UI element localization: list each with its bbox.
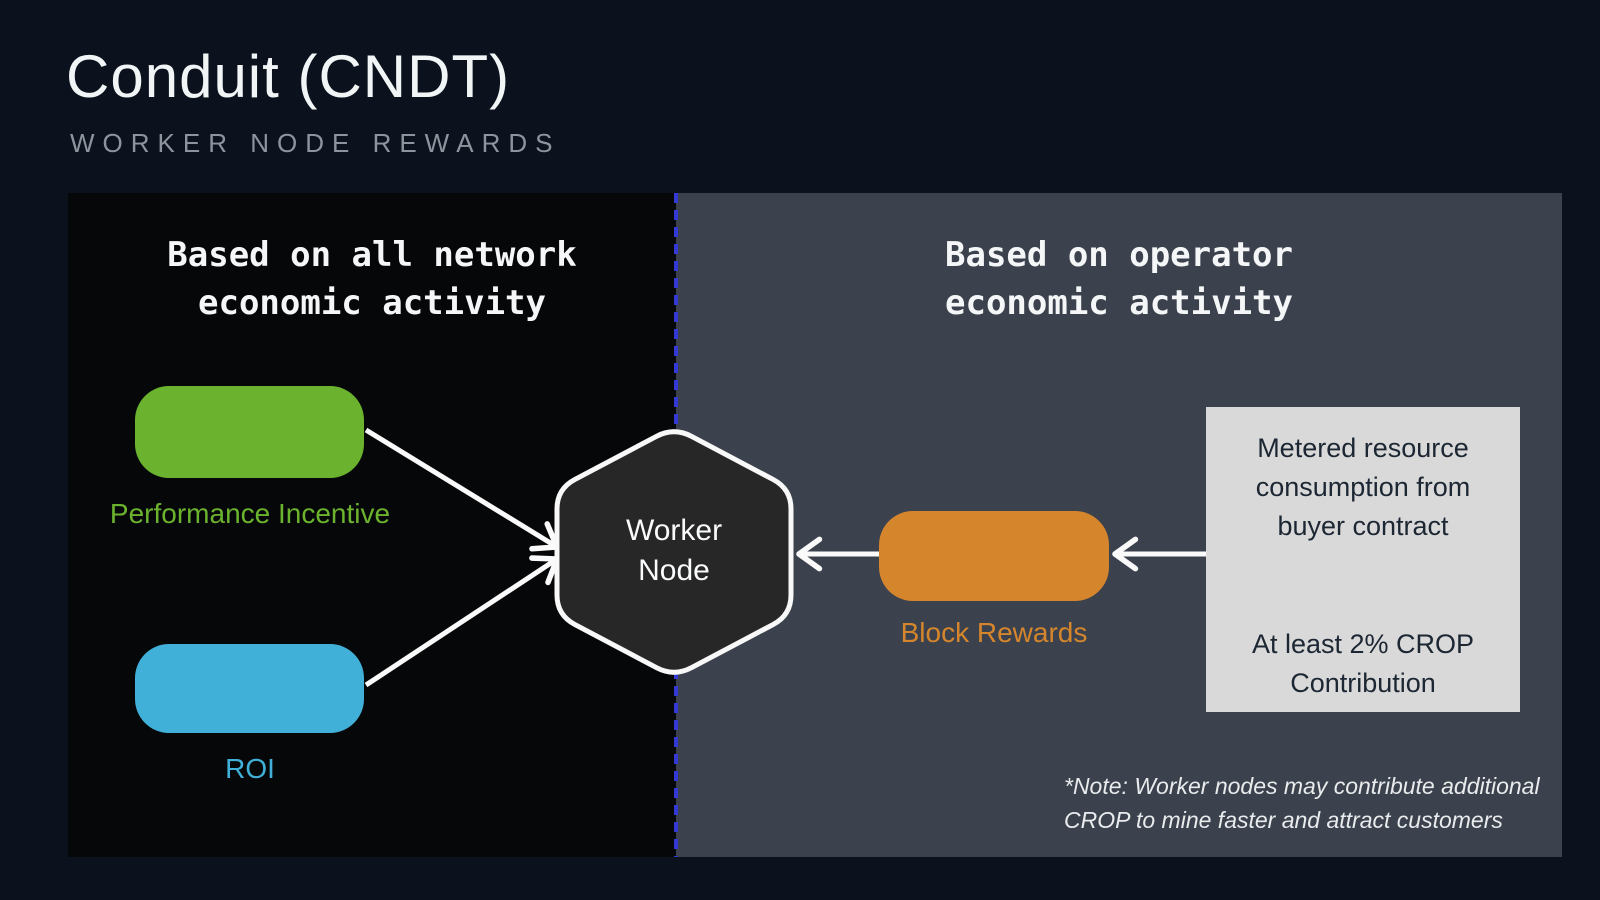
performance-incentive-label: Performance Incentive	[109, 498, 391, 529]
info-box-text-metered: Metered resource consumption from buyer …	[1255, 433, 1471, 541]
roi-pill	[135, 644, 364, 733]
worker-node-hexagon	[554, 429, 794, 675]
roi-label: ROI	[225, 753, 275, 784]
right-panel-heading: Based on operator economic activity	[945, 235, 1293, 323]
arrow-roi-to-worker	[364, 555, 560, 688]
info-box-text-crop: At least 2% CROP Contribution	[1251, 629, 1475, 698]
diagram-shapes-overlay	[364, 193, 1206, 857]
metered-consumption-info-box: Metered resource consumption from buyer …	[1206, 407, 1520, 712]
arrow-performance-to-worker	[364, 427, 560, 552]
block-rewards-pill	[879, 511, 1109, 601]
worker-node-label: Worker Node	[625, 514, 723, 587]
page-subtitle: WORKER NODE REWARDS	[70, 128, 561, 158]
footnote: *Note: Worker nodes may contribute addit…	[1064, 773, 1540, 833]
performance-incentive-pill	[135, 386, 364, 478]
block-rewards-label: Block Rewards	[900, 617, 1088, 648]
worker-node-rewards-diagram: Based on all network economic activity B…	[68, 193, 1562, 857]
page-title: Conduit (CNDT)	[66, 43, 511, 110]
left-panel-heading: Based on all network economic activity	[167, 235, 577, 323]
